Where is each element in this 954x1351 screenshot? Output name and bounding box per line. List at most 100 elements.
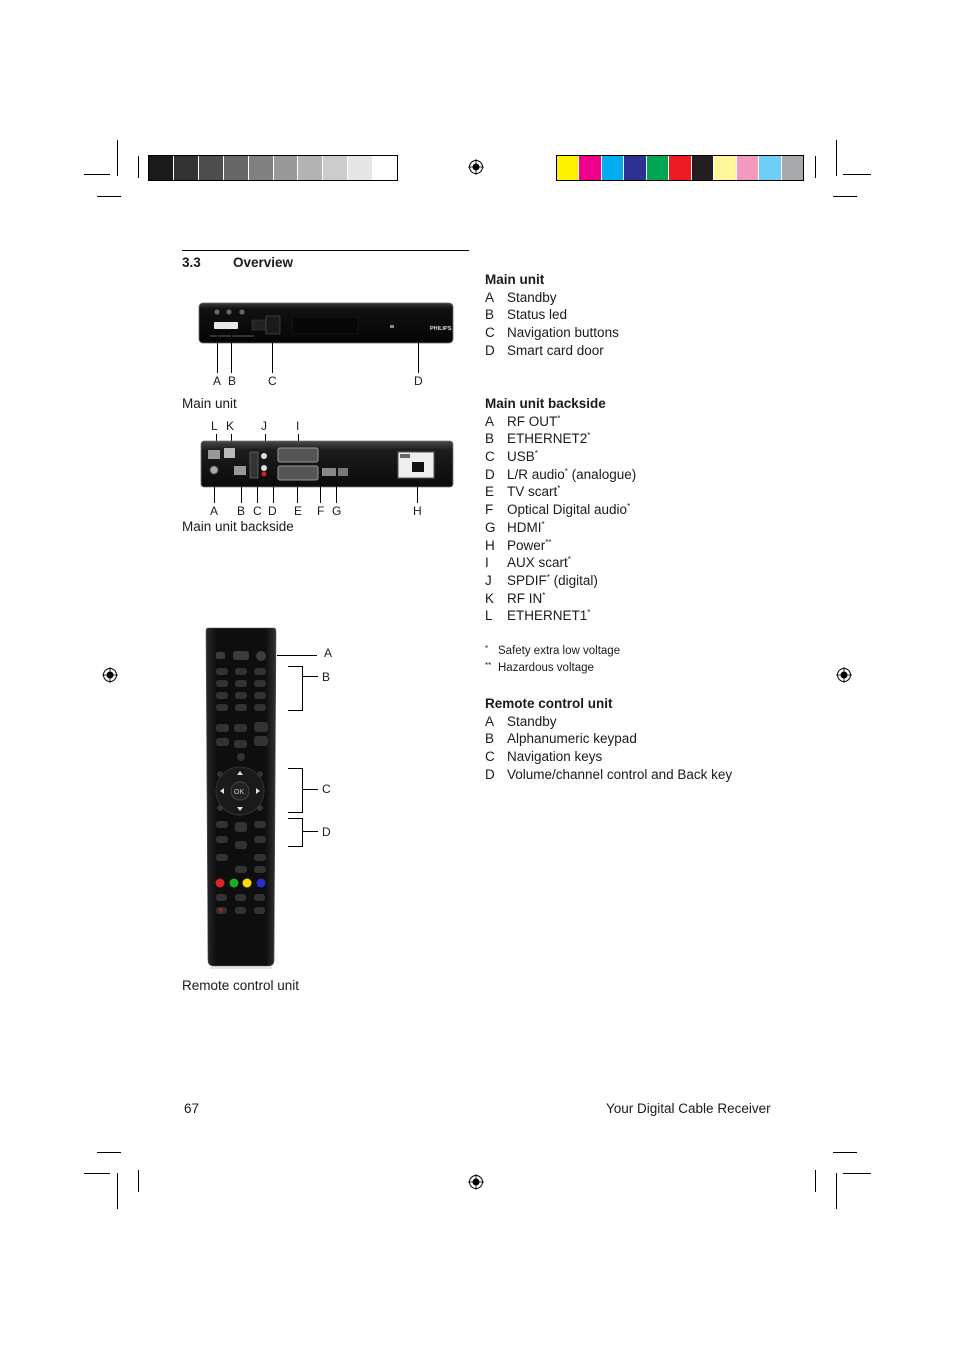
item-key: L xyxy=(485,608,493,624)
color-swatch xyxy=(781,156,803,180)
main-unit-heading: Main unit xyxy=(485,272,545,287)
footnote-mark: * xyxy=(557,484,561,494)
callout-c: C xyxy=(268,374,277,388)
color-swatch xyxy=(759,156,782,180)
footnote-mark: * xyxy=(546,572,550,582)
callout-d: D xyxy=(268,504,277,518)
callout-a: A xyxy=(324,646,333,660)
item-key: G xyxy=(485,519,496,535)
footnote-mark: ** xyxy=(545,537,552,547)
callout-h: H xyxy=(413,504,422,518)
remote-caption: Remote control unit xyxy=(182,978,300,993)
footnote-mark: * xyxy=(542,590,546,600)
item-label: USB* xyxy=(507,448,538,466)
callout-c: C xyxy=(322,782,331,796)
grayscale-calibration-bar xyxy=(148,155,398,181)
item-key: B xyxy=(485,307,495,323)
footnote-mark: * xyxy=(564,466,568,476)
note-mark: ** xyxy=(485,661,492,670)
color-swatch xyxy=(691,156,715,180)
item-label-text: TV scart xyxy=(507,484,558,500)
item-label-text: ETHERNET1 xyxy=(507,608,588,624)
callout-a: A xyxy=(210,504,219,518)
item-label-text: L/R audio xyxy=(507,466,565,482)
main-unit-legend-item: B Status led xyxy=(485,306,567,324)
footnote-mark: * xyxy=(587,608,591,618)
item-key: D xyxy=(485,342,495,358)
item-label: RF IN* xyxy=(507,590,545,608)
footnote-mark: * xyxy=(587,431,591,441)
item-label: AUX scart* xyxy=(507,554,571,572)
item-key: I xyxy=(485,555,489,571)
main-unit-front-image: PHILIPS xyxy=(198,302,454,344)
item-key: C xyxy=(485,749,495,765)
gray-swatch xyxy=(348,156,374,180)
item-label: Smart card door xyxy=(507,342,604,360)
brand-logo: PHILIPS xyxy=(430,326,452,332)
color-swatch xyxy=(579,156,602,180)
note-mark: * xyxy=(485,644,489,653)
item-label-text: Standby xyxy=(507,289,557,305)
item-key: B xyxy=(485,431,495,447)
callout-i: I xyxy=(296,419,300,433)
item-key: C xyxy=(485,449,495,465)
callout-d: D xyxy=(414,374,423,388)
item-label-text: RF IN xyxy=(507,590,543,606)
item-label-text: USB xyxy=(507,449,535,465)
color-swatch xyxy=(714,156,737,180)
svg-text:OK: OK xyxy=(234,789,244,796)
remote-legend-item: C Navigation keys xyxy=(485,748,613,766)
callout-f: F xyxy=(317,504,325,518)
item-label: Status led xyxy=(507,306,567,324)
remote-control-image: OK xyxy=(205,627,277,969)
backside-caption: Main unit backside xyxy=(182,519,294,534)
item-label: Navigation keys xyxy=(507,748,602,766)
item-label-text: AUX scart xyxy=(507,555,568,571)
item-key: D xyxy=(485,766,495,782)
item-key: J xyxy=(485,572,492,588)
callout-e: E xyxy=(294,504,303,518)
item-label: Standby xyxy=(507,713,557,731)
callout-a: A xyxy=(213,374,222,388)
color-swatch xyxy=(736,156,760,180)
footnote-mark: * xyxy=(534,449,538,459)
backside-legend-item: I AUX scart* xyxy=(485,554,606,572)
backside-legend-item: E TV scart* xyxy=(485,483,606,501)
item-label-text: ETHERNET2 xyxy=(507,431,588,447)
item-label: ETHERNET1* xyxy=(507,607,590,625)
item-key: H xyxy=(485,537,495,553)
item-label-text: SPDIF xyxy=(507,572,547,588)
gray-swatch xyxy=(198,156,224,180)
gray-swatch xyxy=(149,156,174,180)
item-key: C xyxy=(485,325,495,341)
backside-legend-item: C USB* xyxy=(485,448,606,466)
color-calibration-bar xyxy=(556,155,804,181)
item-key: A xyxy=(485,413,495,429)
page-number: 67 xyxy=(184,1101,200,1116)
color-swatch xyxy=(601,156,625,180)
voltage-notes: *Safety extra low voltage**Hazardous vol… xyxy=(485,643,620,677)
callout-b: B xyxy=(237,504,246,518)
item-label-text: Optical Digital audio xyxy=(507,502,628,518)
callout-j: J xyxy=(261,419,267,433)
voltage-note: *Safety extra low voltage xyxy=(485,643,620,660)
callout-l: L xyxy=(211,419,218,433)
remote-heading: Remote control unit xyxy=(485,696,613,711)
item-label-text: Status led xyxy=(507,307,568,323)
callout-b: B xyxy=(322,670,331,684)
callout-k: K xyxy=(226,419,235,433)
section-number: 3.3 xyxy=(182,255,201,270)
gray-swatch xyxy=(173,156,199,180)
item-label: L/R audio* (analogue) xyxy=(507,466,636,484)
item-key: E xyxy=(485,484,495,500)
gray-swatch xyxy=(273,156,299,180)
item-label-text: Navigation keys xyxy=(507,749,603,765)
